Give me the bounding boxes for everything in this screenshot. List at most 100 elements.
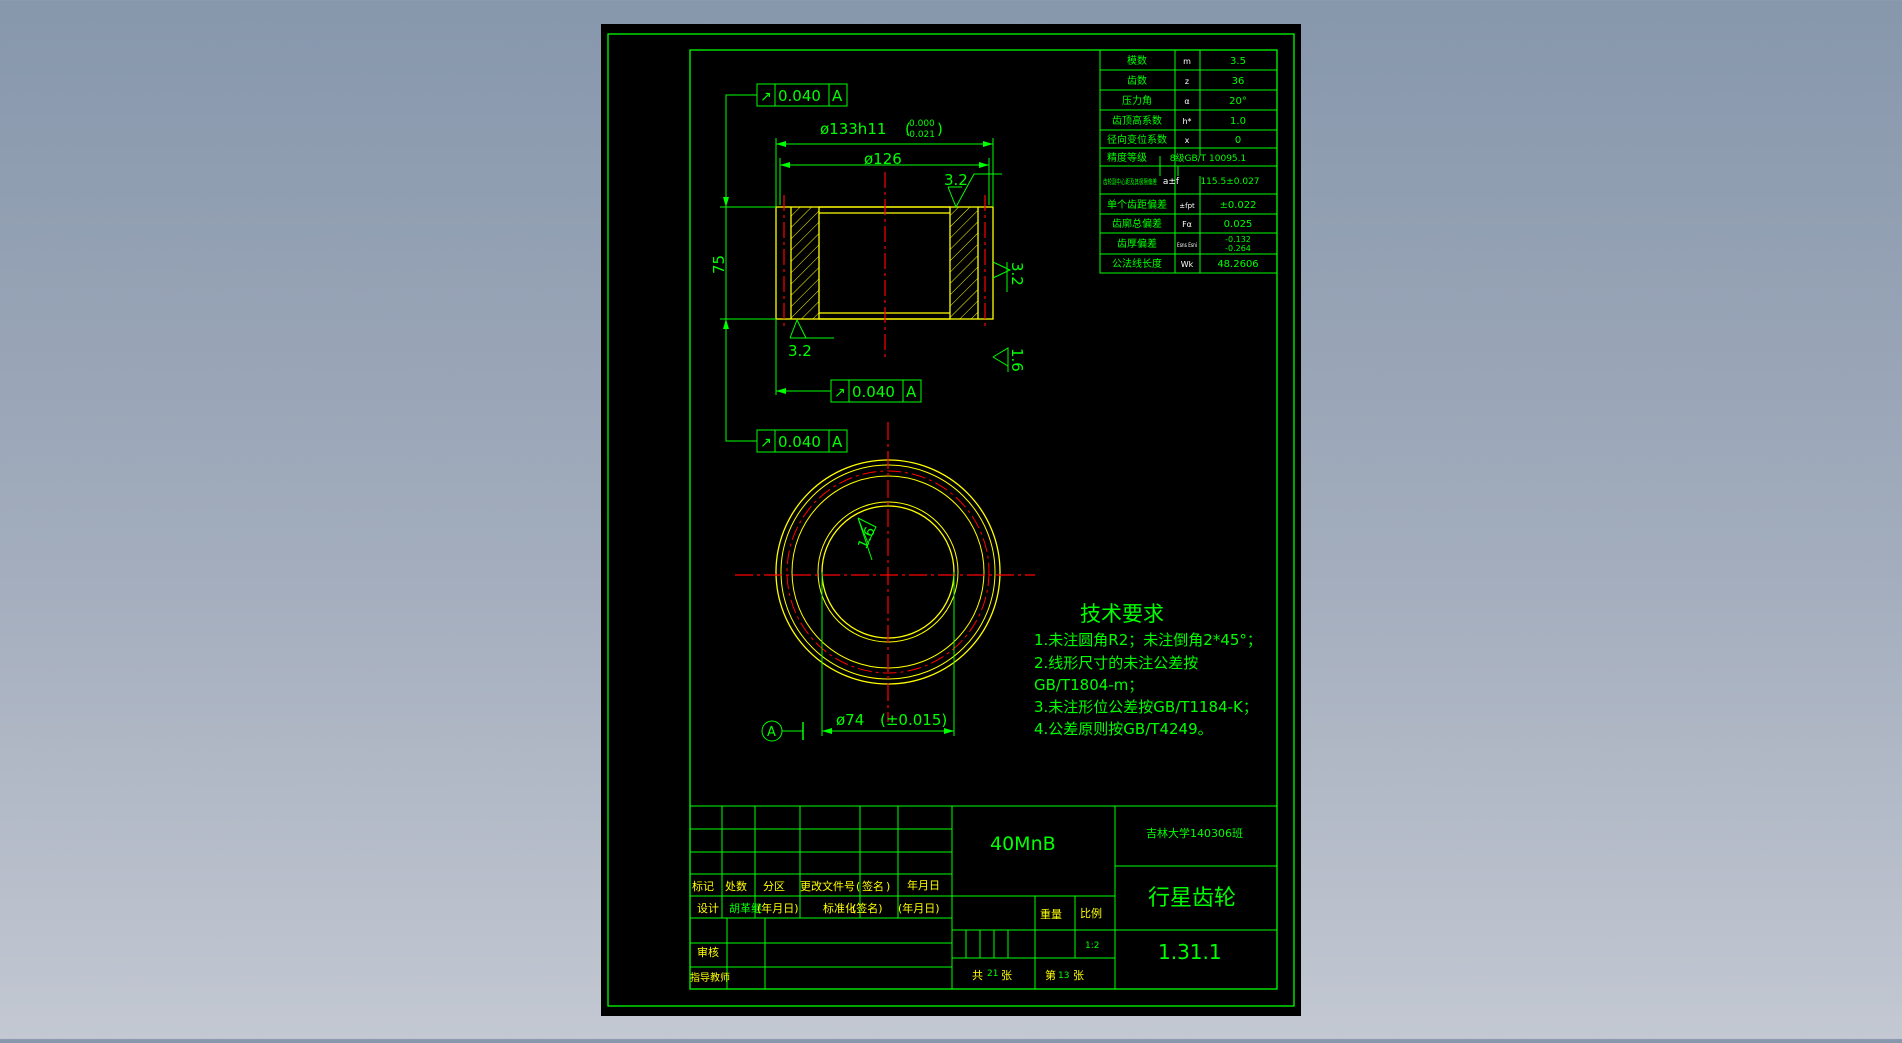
roughness-right-lower-value: 1.6 bbox=[1008, 348, 1026, 372]
param-value: 36 bbox=[1232, 76, 1245, 87]
roughness-bore-icon bbox=[857, 517, 877, 545]
param-symbol: Fα bbox=[1182, 220, 1192, 229]
param-value: 48.2606 bbox=[1217, 259, 1258, 270]
param-symbol: m bbox=[1183, 57, 1191, 66]
col-header-paren-close: ) bbox=[886, 880, 890, 893]
col-header: 处数 bbox=[725, 880, 747, 893]
title-block-text: 40MnB 吉林大学140306班 行星齿轮 1.31.1 标记 处数 分区 更… bbox=[690, 826, 1243, 984]
tech-req-title: 技术要求 bbox=[1080, 602, 1164, 626]
drawing-sheet bbox=[601, 24, 1301, 1016]
pitch-circle bbox=[786, 470, 990, 674]
width-label: 75 bbox=[710, 255, 728, 274]
param-symbol: ±fpt bbox=[1179, 202, 1195, 210]
param-value: 20° bbox=[1229, 96, 1247, 107]
inner-diameter-label: ø126 bbox=[864, 150, 902, 168]
bore-diameter-label: ø74 bbox=[836, 711, 864, 729]
param-value: 0.025 bbox=[1224, 219, 1253, 230]
param-name: 单个齿距偏差 bbox=[1107, 198, 1167, 211]
col-header: 更改文件号 bbox=[800, 879, 855, 893]
param-name: 模数 bbox=[1127, 54, 1147, 67]
param-name: 径向变位系数 bbox=[1107, 133, 1167, 146]
param-symbol: h* bbox=[1182, 117, 1191, 126]
gdt-datum: A bbox=[832, 433, 843, 451]
sheet-number: 13 bbox=[1058, 971, 1069, 981]
roughness-top-right-icon bbox=[947, 173, 1002, 209]
title-block-lines bbox=[690, 805, 1277, 989]
teacher-label: 指导教师 bbox=[690, 971, 730, 984]
param-symbol: a±f bbox=[1163, 177, 1180, 187]
review-label: 审核 bbox=[697, 945, 719, 959]
school: 吉林大学140306班 bbox=[1146, 826, 1243, 840]
col-header: 分区 bbox=[763, 880, 785, 893]
tech-req-line: 2.线形尺寸的未注公差按 bbox=[1034, 654, 1198, 672]
inner-frame bbox=[689, 49, 1278, 990]
scale-label: 比例 bbox=[1080, 906, 1102, 920]
total-unit: 张 bbox=[1001, 969, 1012, 982]
designer-name: 胡革继 bbox=[729, 901, 762, 915]
outer-tol-upper: 0.000 bbox=[909, 119, 935, 129]
roughness-right-face-icon bbox=[992, 261, 1012, 279]
total-prefix: 共 bbox=[972, 969, 983, 982]
design-date: (年月日) bbox=[757, 901, 799, 915]
param-value: 8级GB/T 10095.1 bbox=[1170, 152, 1246, 164]
param-name: 齿厚偏差 bbox=[1117, 237, 1157, 250]
param-name: 齿顶高系数 bbox=[1112, 114, 1162, 127]
gdt-value: 0.040 bbox=[778, 433, 821, 451]
runout-icon: ↗ bbox=[834, 385, 846, 401]
weight-label: 重量 bbox=[1040, 907, 1062, 921]
tech-req-line: 4.公差原则按GB/T4249。 bbox=[1034, 720, 1213, 738]
drawing-number: 1.31.1 bbox=[1158, 940, 1222, 964]
col-header: 年月日 bbox=[907, 878, 940, 892]
param-name: 精度等级 bbox=[1107, 151, 1147, 164]
std-label: 标准化 bbox=[823, 901, 856, 915]
gear-parameter-table bbox=[1099, 49, 1278, 274]
param-symbol: Esns Esni bbox=[1177, 242, 1197, 249]
material: 40MnB bbox=[990, 833, 1056, 855]
param-symbol: z bbox=[1185, 77, 1189, 86]
gdt-frame-middle: ↗ 0.040 A bbox=[830, 379, 922, 403]
param-value: 115.5±0.027 bbox=[1200, 177, 1259, 187]
param-value: -0.132 bbox=[1225, 235, 1251, 244]
outer-border bbox=[607, 33, 1295, 1007]
param-value: 3.5 bbox=[1230, 56, 1246, 67]
param-symbol: x bbox=[1185, 136, 1190, 145]
sheet-unit: 张 bbox=[1073, 969, 1084, 982]
hatch-right bbox=[950, 207, 978, 319]
datum-letter: A bbox=[767, 725, 776, 740]
gdt-frame-bottom: ↗ 0.040 A bbox=[756, 429, 848, 453]
param-value: ±0.022 bbox=[1219, 200, 1256, 211]
param-name: 齿数 bbox=[1127, 74, 1147, 87]
param-value: 0 bbox=[1235, 135, 1241, 146]
runout-icon: ↗ bbox=[760, 89, 772, 105]
part-name: 行星齿轮 bbox=[1148, 886, 1236, 911]
param-name: 齿廓总偏差 bbox=[1112, 217, 1162, 230]
technical-requirements: 技术要求 1.未注圆角R2；未注倒角2*45°； 2.线形尺寸的未注公差按 GB… bbox=[1034, 602, 1262, 738]
roughness-bottom-left-value: 3.2 bbox=[788, 342, 812, 360]
total-sheets: 21 bbox=[987, 969, 998, 979]
std-sign: (签名) bbox=[852, 901, 883, 915]
col-header: 标记 bbox=[692, 879, 714, 893]
bore-tolerance-label: (±0.015) bbox=[880, 711, 947, 729]
col-header: 签名 bbox=[862, 879, 884, 893]
outer-paren-close: ) bbox=[937, 120, 943, 138]
std-date: (年月日) bbox=[898, 901, 940, 915]
param-name: 压力角 bbox=[1122, 94, 1152, 107]
tech-req-line: 1.未注圆角R2；未注倒角2*45°； bbox=[1034, 631, 1262, 649]
param-symbol: Wk bbox=[1181, 260, 1194, 269]
outer-paren-open: ( bbox=[905, 120, 911, 138]
gdt-datum: A bbox=[906, 383, 917, 401]
param-name: 齿轮副中心距及其极限偏差 bbox=[1103, 177, 1157, 186]
gdt-frame-top: ↗ 0.040 A bbox=[756, 83, 848, 107]
param-name: 公法线长度 bbox=[1112, 257, 1162, 270]
param-value: 1.0 bbox=[1230, 116, 1246, 127]
tech-req-line: GB/T1804-m； bbox=[1034, 676, 1143, 694]
scale-value: 1:2 bbox=[1085, 941, 1099, 951]
gdt-value: 0.040 bbox=[778, 87, 821, 105]
param-value2: -0.264 bbox=[1225, 244, 1251, 253]
roughness-bottom-left-icon bbox=[789, 318, 807, 339]
roughness-right-face-value: 3.2 bbox=[1008, 262, 1026, 286]
roughness-top-right-value: 3.2 bbox=[944, 171, 968, 189]
outer-tol-lower: -0.021 bbox=[906, 130, 935, 140]
